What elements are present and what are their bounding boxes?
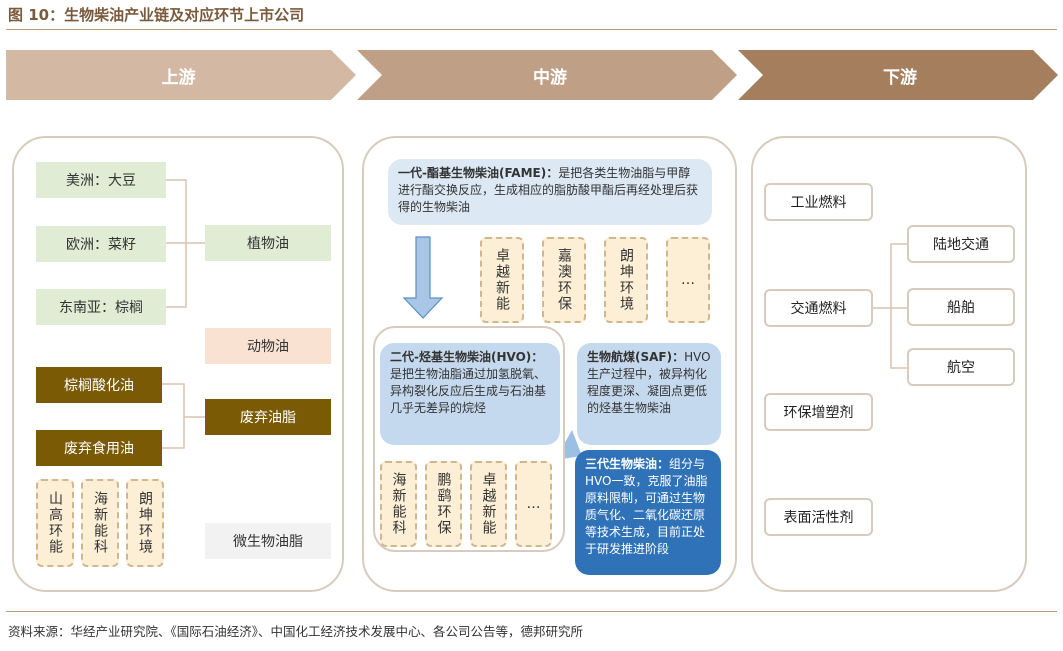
mode-land: 陆地交通 (907, 225, 1015, 263)
palm-acid-oil: 棕榈酸化油 (36, 367, 162, 403)
down-arrow (402, 236, 444, 319)
use-industrial-fuel: 工业燃料 (764, 183, 873, 221)
mode-aviation: 航空 (907, 348, 1015, 386)
chevron-upstream (6, 50, 356, 100)
company-name: 鹏鹞环保 (435, 472, 452, 536)
gen3-title: 三代生物柴油： (585, 457, 670, 471)
company-card: 嘉澳环保 (542, 237, 586, 323)
company-card: 朗坤环境 (604, 237, 648, 323)
region-americas: 美洲：大豆 (36, 162, 166, 198)
chevron-midstream (357, 50, 737, 100)
gen1-text: 是把各类生物油脂与甲醇进行酯交换反应，生成相应的脂肪酸甲酯后再经处理后获得的生物… (398, 166, 699, 214)
company-card: 海新能科 (81, 479, 119, 567)
saf-description: 生物航煤(SAF)：HVO生产过程中，被异构化程度更深、凝固点更低的烃基生物柴油 (577, 343, 721, 445)
use-plasticizer: 环保增塑剂 (764, 393, 873, 431)
company-name: 朗坤环境 (137, 491, 153, 555)
gen1-title: 一代-酯基生物柴油(FAME)： (398, 166, 559, 180)
saf-text: HVO生产过程中，被异构化程度更深、凝固点更低的烃基生物柴油 (587, 350, 711, 415)
company-name: 海新能科 (92, 491, 108, 555)
company-name: 海新能科 (390, 472, 407, 536)
company-name: 卓越新能 (494, 248, 510, 312)
gen3-text: 组分与HVO一致，克服了油脂原料限制，可通过生物质气化、二氧化碳还原等技术生成，… (585, 457, 708, 556)
company-card: 朗坤环境 (126, 479, 164, 567)
stage-downstream: 下游 (755, 50, 1045, 100)
figure-title: 图 10：生物柴油产业链及对应环节上市公司 (8, 6, 305, 24)
stage-label: 中游 (533, 67, 567, 88)
saf-title: 生物航煤(SAF)： (587, 350, 685, 364)
waste-cooking-oil: 废弃食用油 (36, 430, 162, 466)
waste-oil: 废弃油脂 (205, 399, 331, 435)
company-card: 山高环能 (36, 479, 74, 567)
stage-label: 下游 (883, 67, 917, 88)
top-rule (6, 29, 1057, 30)
source-note: 资料来源：华经产业研究院、《国际石油经济》、中国化工经济技术发展中心、各公司公告… (8, 624, 584, 639)
company-card: 海新能科 (380, 461, 417, 547)
use-transport-fuel: 交通燃料 (764, 289, 873, 327)
gen2-text: 是把生物油脂通过加氢脱氧、异构裂化反应后生成与石油基几乎无差异的烷烃 (390, 367, 547, 415)
gen2-title: 二代-烃基生物柴油(HVO)： (390, 350, 544, 364)
company-name: 朗坤环境 (618, 248, 634, 312)
chevron-downstream (738, 50, 1058, 100)
company-name: 山高环能 (47, 491, 63, 555)
stage-upstream: 上游 (6, 50, 351, 100)
gen1-description: 一代-酯基生物柴油(FAME)：是把各类生物油脂与甲醇进行酯交换反应，生成相应的… (388, 159, 712, 225)
region-europe: 欧洲：菜籽 (36, 226, 166, 262)
stage-midstream: 中游 (375, 50, 725, 100)
company-card-more: … (666, 237, 710, 323)
use-surfactant: 表面活性剂 (764, 498, 873, 536)
plant-oil: 植物油 (205, 225, 331, 261)
mode-ship: 船舶 (907, 288, 1015, 326)
company-card: 卓越新能 (470, 461, 507, 547)
animal-oil: 动物油 (205, 328, 331, 364)
company-card: 卓越新能 (480, 237, 524, 323)
gen2-description: 二代-烃基生物柴油(HVO)： 是把生物油脂通过加氢脱氧、异构裂化反应后生成与石油… (380, 343, 560, 445)
company-card: 鹏鹞环保 (425, 461, 462, 547)
company-card-more: … (515, 461, 552, 547)
microbial-oil: 微生物油脂 (205, 523, 331, 559)
stage-chevrons (6, 50, 1058, 100)
gen3-description: 三代生物柴油：组分与HVO一致，克服了油脂原料限制，可通过生物质气化、二氧化碳还… (575, 450, 721, 575)
ellipsis: … (526, 496, 541, 512)
company-name: 嘉澳环保 (556, 248, 572, 312)
bottom-rule (6, 611, 1057, 612)
company-name: 卓越新能 (480, 472, 497, 536)
region-southeast-asia: 东南亚：棕榈 (36, 289, 166, 325)
stage-label: 上游 (161, 67, 196, 88)
ellipsis: … (681, 272, 695, 288)
